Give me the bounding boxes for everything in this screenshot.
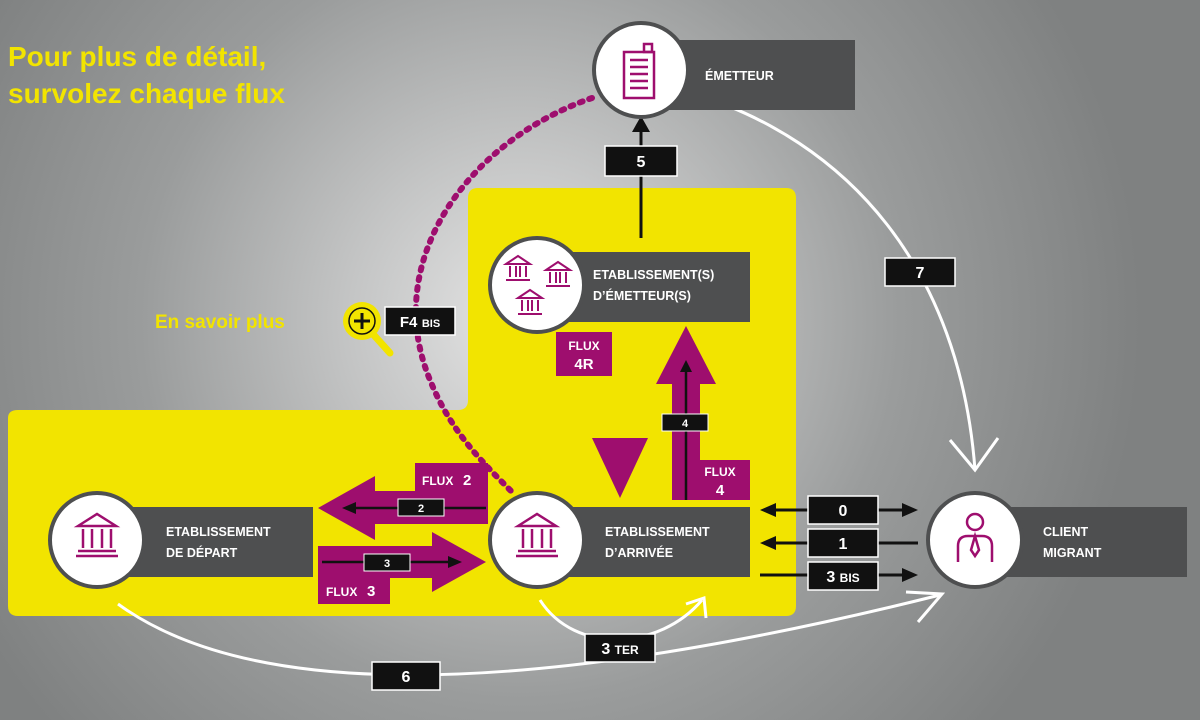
arrivee-line-1: ETABLISSEMENT xyxy=(605,525,710,539)
flux-4-num: 4 xyxy=(716,482,725,499)
flux-3-num-box[interactable] xyxy=(363,553,411,572)
flux-3-num: 3 xyxy=(367,583,375,600)
flux-4-num-label: 4 xyxy=(682,418,689,430)
f4bis-badge[interactable] xyxy=(384,306,456,336)
flow-7-label-box[interactable] xyxy=(884,257,956,287)
flow-5-label: 5 xyxy=(637,154,646,171)
flow-0-right-head xyxy=(902,503,918,517)
flow-3ter-label: 3 TER xyxy=(601,641,639,658)
flux-2-word: FLUX xyxy=(422,474,453,488)
header-line-1: Pour plus de détail, xyxy=(8,41,267,72)
flow-5-label-box[interactable] xyxy=(604,145,678,177)
flow-3bis-right-head xyxy=(902,568,918,582)
emetteur-node[interactable] xyxy=(592,21,690,119)
flux-3-num-label: 3 xyxy=(384,558,390,570)
emetteur-label: ÉMETTEUR xyxy=(705,68,774,83)
flux-2-num-box[interactable] xyxy=(397,498,445,517)
flux-4-arrow[interactable] xyxy=(656,326,750,500)
bank-icon xyxy=(73,512,121,558)
more-info-label[interactable]: En savoir plus xyxy=(155,312,285,333)
client-line-1: CLIENT xyxy=(1043,525,1089,539)
flux-2-num-label: 2 xyxy=(418,503,424,515)
flow-3ter-label-box[interactable] xyxy=(584,633,656,663)
arrivee-line-2: D’ARRIVÉE xyxy=(605,545,673,560)
flux-3-word: FLUX xyxy=(326,585,357,599)
client-line-2: MIGRANT xyxy=(1043,546,1102,560)
flux-4-line-head xyxy=(680,360,692,372)
flow-3ter-arrowhead xyxy=(685,595,708,619)
flow-3bis-label: 3 BIS xyxy=(826,569,859,586)
depart-line-1: ETABLISSEMENT xyxy=(166,525,271,539)
f4bis-badge-label: F4 BIS xyxy=(400,314,440,331)
flow-0-left-head xyxy=(760,503,776,517)
magnifier-plus-icon[interactable] xyxy=(343,302,394,357)
etab-emetteur-line-1: ETABLISSEMENT(S) xyxy=(593,268,714,282)
banks-icon xyxy=(502,254,574,315)
flow-3bis-label-box[interactable] xyxy=(807,561,879,591)
flow-0-label: 0 xyxy=(839,503,848,520)
arrivee-node[interactable] xyxy=(488,491,586,589)
flux-4-word: FLUX xyxy=(704,465,735,479)
flux-4r-arrow[interactable] xyxy=(556,332,648,498)
flow-6-arrowhead xyxy=(905,590,946,623)
depart-node[interactable] xyxy=(48,491,146,589)
flow-0-label-box[interactable] xyxy=(807,495,879,525)
flux-2-line-head xyxy=(342,502,356,514)
flow-1-label: 1 xyxy=(839,536,848,553)
flow-7-curve xyxy=(687,90,977,471)
bank-icon xyxy=(513,512,561,558)
header-line-2: survolez chaque flux xyxy=(8,78,285,109)
flow-7-arrowhead xyxy=(948,437,1000,473)
etab-emetteur-node[interactable] xyxy=(488,236,586,334)
flow-6-label: 6 xyxy=(402,669,411,686)
flux-3-line-head xyxy=(448,556,462,568)
flux-4r-num: 4R xyxy=(574,356,593,373)
flow-5-arrowhead xyxy=(632,116,650,132)
flow-7-label: 7 xyxy=(916,265,925,282)
header-title: Pour plus de détail, survolez chaque flu… xyxy=(8,38,285,112)
flux-4r-word: FLUX xyxy=(568,339,599,353)
building-icon xyxy=(622,42,656,100)
flow-1-label-box[interactable] xyxy=(807,528,879,558)
person-icon xyxy=(956,512,994,562)
flux-2-num: 2 xyxy=(463,472,471,489)
etab-emetteur-line-2: D’ÉMETTEUR(S) xyxy=(593,288,691,303)
flux-4-num-box[interactable] xyxy=(661,413,709,432)
depart-line-2: DE DÉPART xyxy=(166,545,238,560)
flow-6-label-box[interactable] xyxy=(371,661,441,691)
flow-1-left-head xyxy=(760,536,776,550)
